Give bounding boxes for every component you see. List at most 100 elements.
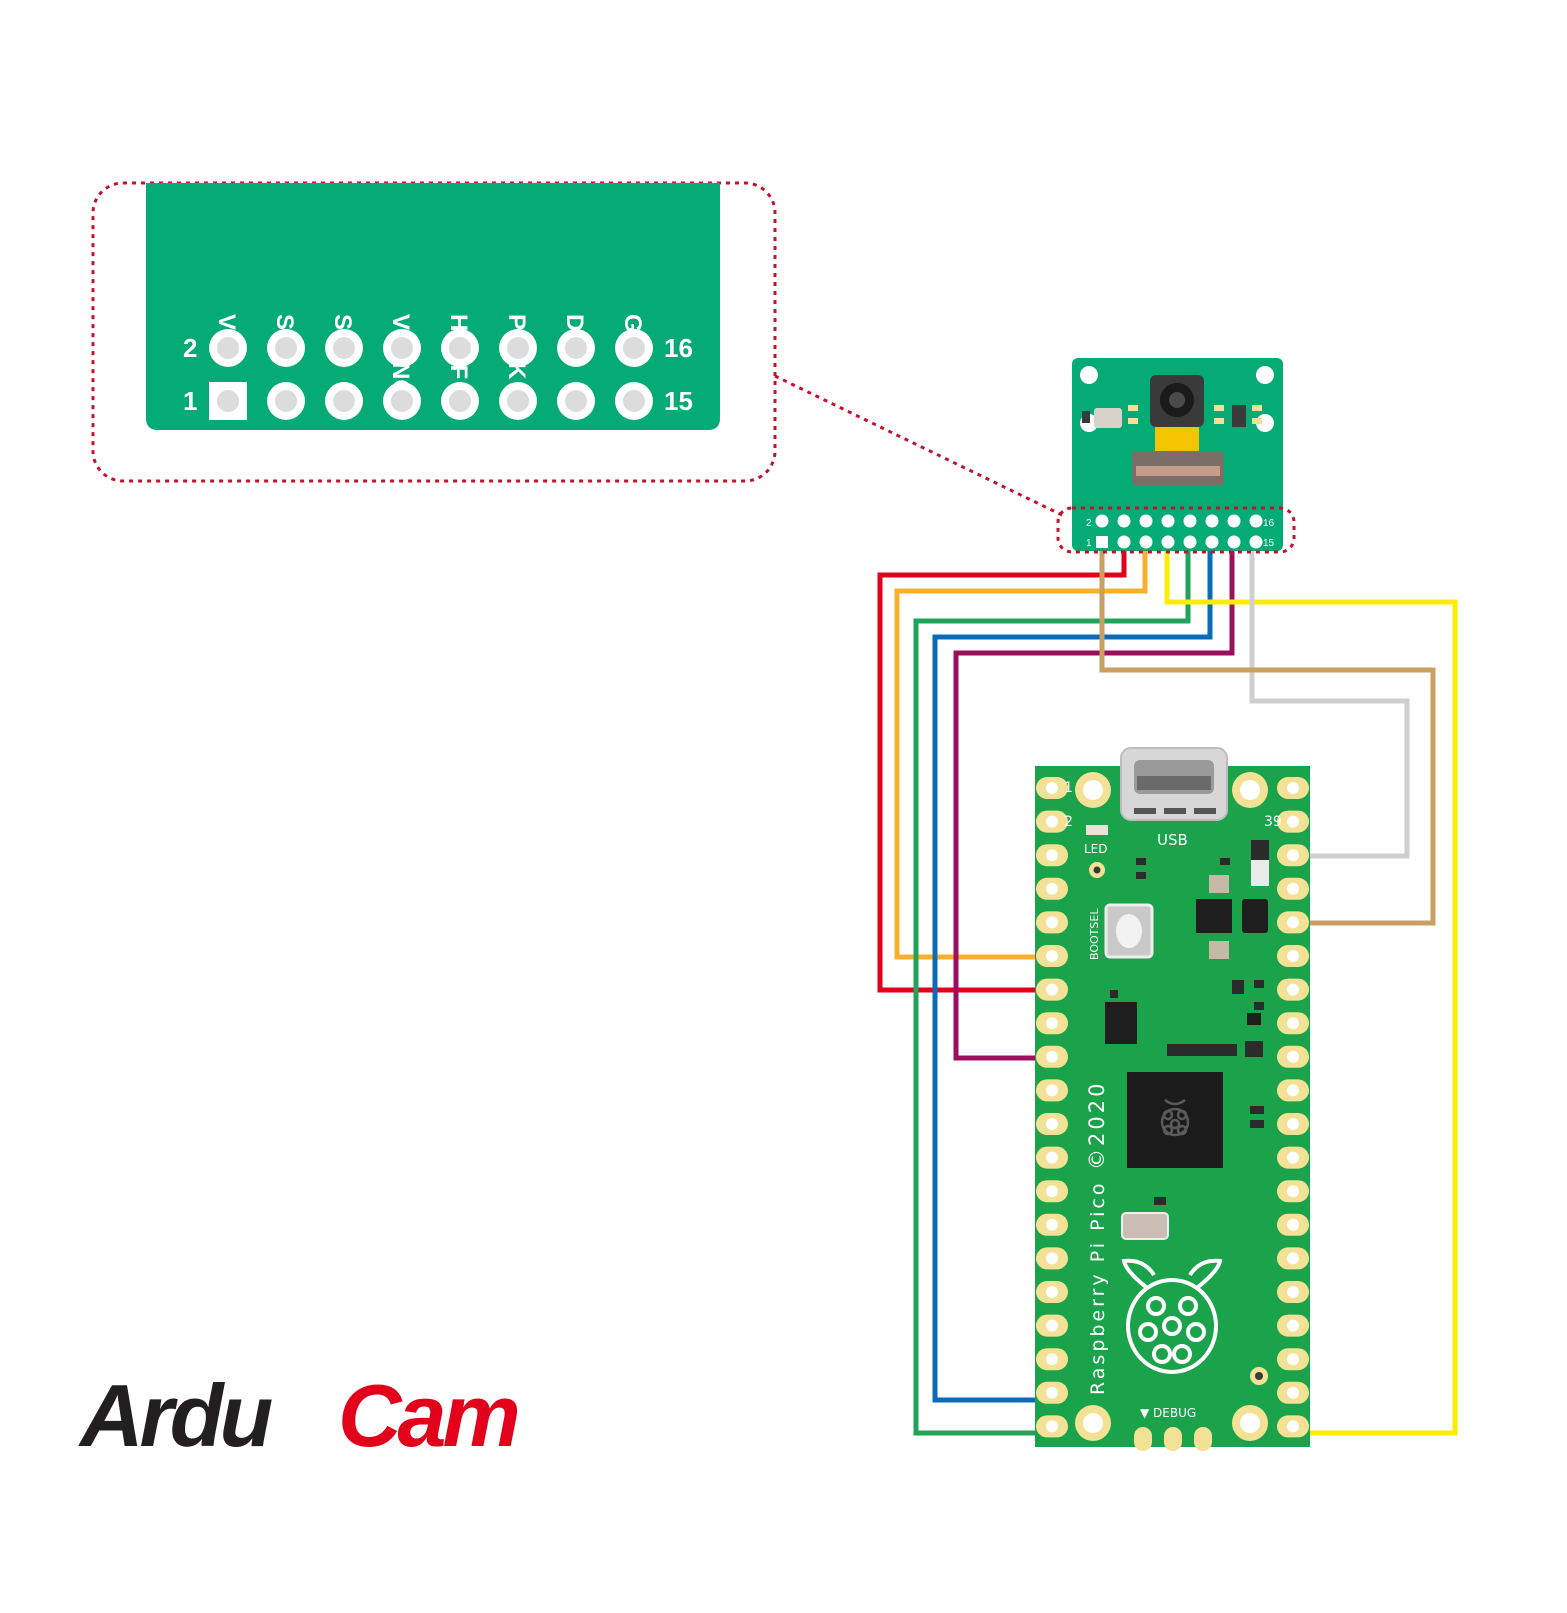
gpio-pad-hole [1046,849,1058,862]
gpio-pad-hole [1046,815,1058,828]
smd-part [1128,418,1138,424]
wire-d0 [1249,551,1410,859]
gpio-pad-hole [1046,1420,1058,1433]
camera-pin [1183,514,1197,528]
board-name: Raspberry Pi Pico [1087,1181,1109,1395]
smd-part [1245,1041,1263,1057]
gpio-pad-hole [1287,950,1299,962]
row-number-1: 1 [183,386,197,416]
wire-pclk [1164,551,1458,1436]
gpio-pad-hole [1287,1084,1299,1097]
logo-ardu: Ardu [78,1366,273,1465]
camera-pin [1249,514,1263,528]
header-pin-hole [217,390,239,412]
gpio-pad-hole [1046,1118,1058,1130]
debug-pad [1194,1427,1212,1451]
gpio-pad-hole [1287,1050,1299,1063]
gpio-pad-hole [1046,1252,1058,1265]
camera-pin [1117,535,1131,549]
smd-part [1232,980,1244,994]
raspberry-chip-logo-icon [1160,1099,1190,1137]
arducam-logo: Ardu Cam [78,1366,521,1465]
wire-vsync [932,551,1213,1403]
sensor-flex [1155,427,1199,451]
raspberry-pi-logo-icon [1121,1258,1223,1374]
header-pin-hole [507,337,529,359]
wire-href [953,551,1235,1061]
smd-part [1154,1197,1166,1205]
header-pin-hole [565,337,587,359]
header-pin-hole [333,390,355,412]
header-highlight [1056,506,1296,554]
header-pin-hole [275,390,297,412]
header-pin-hole [565,390,587,412]
camera-pin [1227,535,1241,549]
inductor [1242,899,1268,933]
gpio-pad-hole [1287,916,1299,929]
usb-tab [1194,808,1216,814]
led-label: LED [1084,842,1108,856]
smd-chip [1232,405,1246,427]
mini-number-2: 2 [1086,518,1092,529]
smd-part [1254,980,1264,988]
gpio-pad-hole [1046,950,1058,962]
header-pin-hole [623,390,645,412]
usb-tab [1134,808,1156,814]
gpio-pad-hole [1287,882,1299,895]
smd-part [1128,405,1138,411]
camera-pin [1249,535,1263,549]
pin-number-1: 1 [1064,780,1073,796]
camera-pin [1117,514,1131,528]
header-pin-hole [449,337,471,359]
lens-center [1169,392,1185,408]
camera-pin [1161,514,1175,528]
gpio-pad-hole [1287,782,1299,794]
mini-number-16: 16 [1263,518,1275,529]
wire-gnd [1099,551,1436,926]
diode-band [1251,860,1269,886]
mount-hole-center [1083,780,1103,800]
wire-scl [894,551,1148,960]
regulator-chip [1196,899,1232,933]
mount-hole-center [1083,1413,1103,1433]
resistor-array [1167,1044,1237,1056]
mount-hole [1080,366,1098,384]
gpio-pad-hole [1287,983,1299,996]
crystal-oscillator [1121,1212,1169,1240]
camera-pin [1095,514,1109,528]
flash-chip [1105,1002,1137,1044]
mount-hole-center [1240,1413,1260,1433]
logo-cam: Cam [338,1366,517,1465]
gpio-pad-hole [1046,1050,1058,1063]
header-pin-hole [449,390,471,412]
smd-part [1254,1002,1264,1010]
smd-part [1136,858,1146,865]
mount-hole-center [1240,780,1260,800]
gpio-pad-hole [1287,1252,1299,1265]
test-point-center [1255,1372,1263,1380]
gpio-pad-hole [1046,1084,1058,1097]
smd-part [1220,858,1230,865]
gpio-pad-hole [1287,1353,1299,1366]
wire-sda [913,551,1191,1436]
capacitor [1209,941,1229,959]
header-pin-hole [275,337,297,359]
bootsel-label: BOOTSEL [1088,908,1101,960]
camera-pin [1205,514,1219,528]
castellated-pads [1036,777,1309,1438]
gpio-pad-hole [1046,1386,1058,1399]
ffc-contacts [1136,466,1220,476]
gpio-pad-hole [1046,1017,1058,1030]
mount-hole [1256,366,1274,384]
smd-part [1136,872,1146,879]
test-point-center [1093,866,1101,874]
usb-tongue [1137,776,1211,790]
usb-tab [1164,808,1186,814]
gpio-pad-hole [1287,1386,1299,1399]
header-pin-hole [507,390,529,412]
smd-part [1250,1120,1264,1128]
debug-pad [1164,1427,1182,1451]
transistor [1247,1013,1261,1025]
gpio-pad-hole [1046,882,1058,895]
gpio-pad-hole [1046,1353,1058,1366]
